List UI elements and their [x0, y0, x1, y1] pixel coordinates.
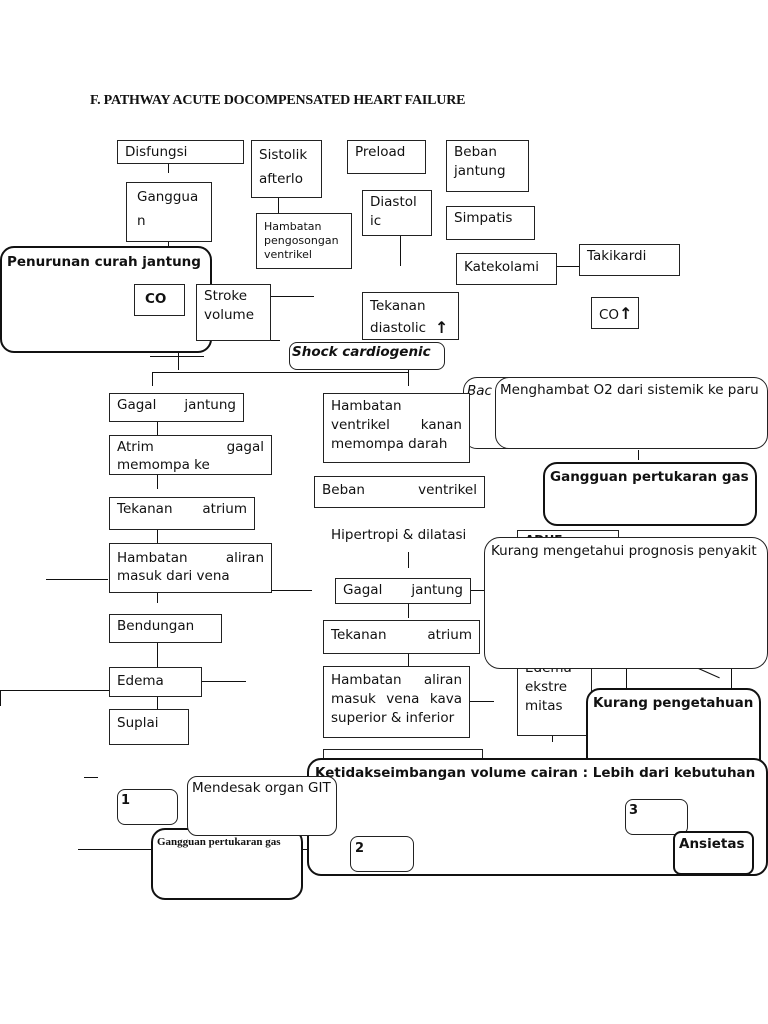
arrow-up-icon: ↑ [435, 318, 449, 337]
node-bendungan: Bendungan [109, 614, 222, 643]
node-simpatis: Simpatis [446, 206, 535, 240]
badge-number-1: 1 [117, 789, 178, 825]
diagnosis-gangguan-pertukaran-gas-2: Gangguan pertukaran gas [151, 828, 303, 900]
node-menghambat-o2: Menghambat O2 dari sistemik ke paru [495, 377, 768, 449]
node-atrim-gagal: Atrim gagal memompa ke [109, 435, 272, 475]
node-hipertropi: Hipertropi & dilatasi [331, 527, 467, 543]
diagnosis-kurang-pengetahuan: Kurang pengetahuan [586, 688, 761, 774]
node-gagal-jantung-right: Gagal jantung [335, 578, 471, 604]
node-tekanan-atrium-left: Tekanan atrium [109, 497, 255, 530]
node-disfungsi: Disfungsi [117, 140, 244, 164]
node-hambatan-ventrikel-kanan: Hambatan ventrikel kanan memompa darah [323, 393, 470, 463]
node-mendesak-organ-git: Mendesak organ GIT [187, 776, 337, 836]
diagnosis-ansietas: Ansietas [673, 831, 754, 875]
badge-number-3: 3 [625, 799, 688, 835]
node-stroke-volume: Stroke volume [196, 284, 271, 341]
arrow-up-icon: ↑ [619, 304, 633, 323]
node-co: CO [134, 284, 185, 316]
node-gangguan: Ganggua n [126, 182, 212, 242]
node-diastolic: Diastol ic [362, 190, 432, 236]
node-beban-ventrikel: Beban ventrikel [314, 476, 485, 508]
diagnosis-gangguan-pertukaran-gas: Gangguan pertukaran gas [543, 462, 757, 526]
diagnosis-label: Penurunan curah jantung [7, 254, 201, 270]
node-gagal-jantung-left: Gagal jantung [109, 393, 244, 422]
badge-number-2: 2 [350, 836, 414, 872]
node-sistolik: Sistolik afterlo [251, 140, 322, 198]
node-hambatan-pengosongan: Hambatan pengosongan ventrikel [256, 213, 352, 269]
node-takikardi: Takikardi [579, 244, 680, 276]
node-hambatan-aliran-left: Hambatan aliran masuk dari vena [109, 543, 272, 593]
node-shock-cardiogenic: Shock cardiogenic [289, 342, 445, 370]
node-hambatan-aliran-right: Hambatan aliran masuk vena kava superior… [323, 666, 470, 738]
node-suplai: Suplai [109, 709, 189, 745]
node-tekanan-diastolic: Tekanan diastolic ↑ [362, 292, 459, 340]
node-kurang-mengetahui: Kurang mengetahui prognosis penyakit [484, 537, 768, 669]
node-edema-left: Edema [109, 667, 202, 697]
node-katekolami: Katekolami [456, 253, 557, 285]
node-co-up: CO↑ [591, 297, 639, 329]
page-title: F. PATHWAY ACUTE DOCOMPENSATED HEART FAI… [90, 93, 466, 108]
node-tekanan-atrium-right: Tekanan atrium [323, 620, 480, 654]
node-preload: Preload [347, 140, 426, 174]
node-beban-jantung: Beban jantung [446, 140, 529, 192]
